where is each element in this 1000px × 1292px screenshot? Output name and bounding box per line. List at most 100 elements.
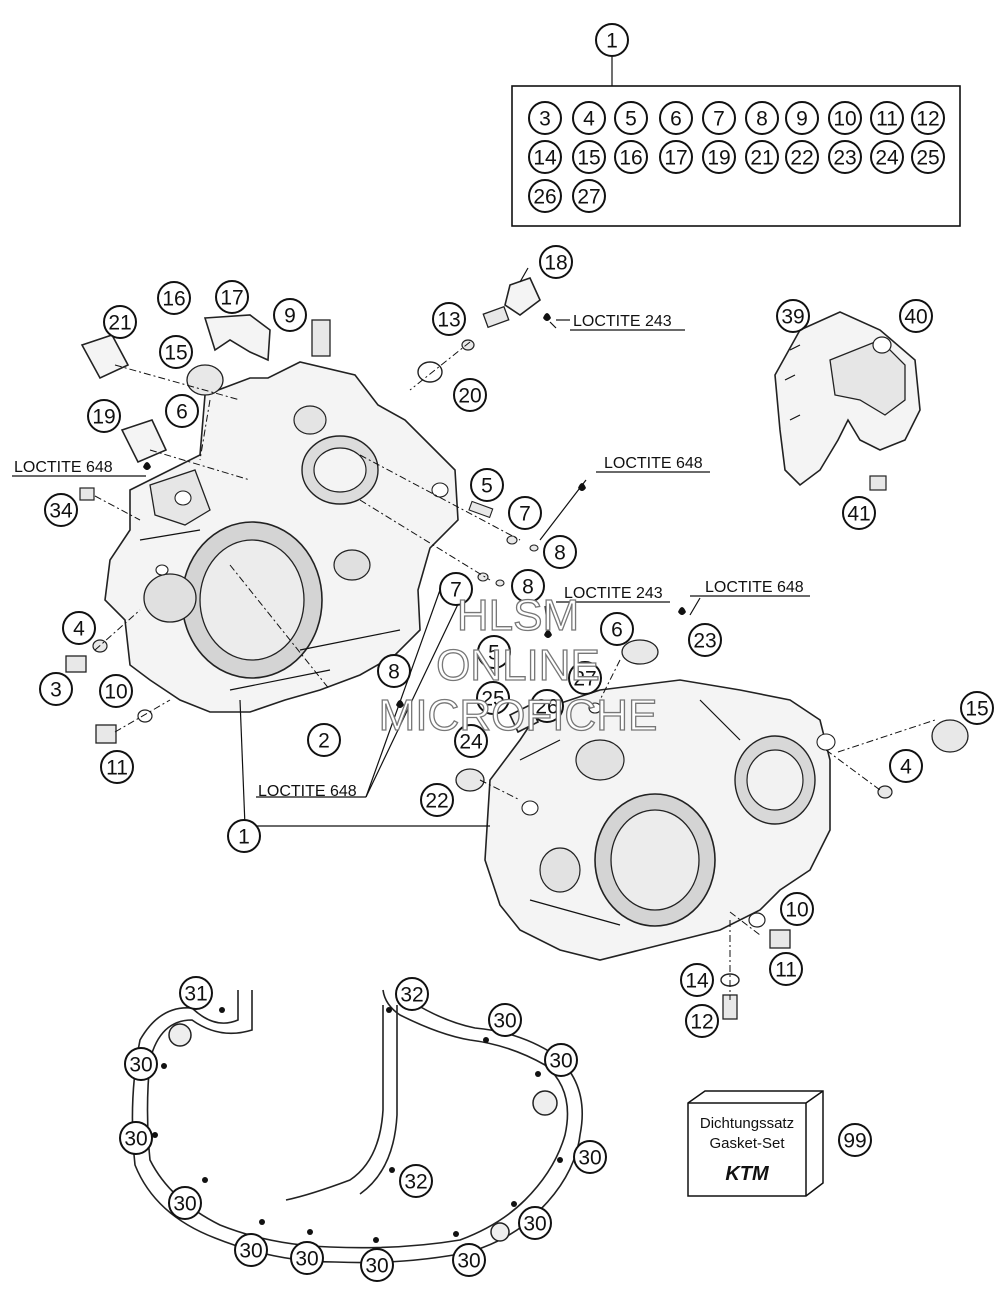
callout-c7a-number: 7 <box>519 503 531 526</box>
kit-item-27: 27 <box>572 179 606 213</box>
callout-c30d-number: 30 <box>124 1128 147 1151</box>
kit-item-6: 6 <box>659 101 693 135</box>
kit-item-19: 19 <box>702 140 736 174</box>
callout-c18-circle <box>539 245 573 279</box>
callout-c40: 40 <box>899 299 933 333</box>
callout-c16: 16 <box>157 281 191 315</box>
kit-item-19-number: 19 <box>707 147 730 170</box>
callout-c5b-circle <box>477 635 511 669</box>
callout-c30i: 30 <box>290 1241 324 1275</box>
right-crankcase-half <box>484 679 836 961</box>
kit-item-16-circle <box>614 140 648 174</box>
callout-c2: 2 <box>307 723 341 757</box>
kit-item-10-circle <box>828 101 862 135</box>
kit-item-7-number: 7 <box>713 108 725 131</box>
kit-item-14-circle <box>528 140 562 174</box>
kit-item-17-number: 17 <box>664 147 687 170</box>
callout-c40-number: 40 <box>904 306 927 329</box>
callout-c22: 22 <box>420 783 454 817</box>
loctite-648-mid-label: LOCTITE 648 <box>705 579 804 596</box>
callout-c20-circle <box>453 378 487 412</box>
kit-item-9-circle <box>785 101 819 135</box>
leader-lines <box>12 267 936 1000</box>
callout-c23: 23 <box>688 623 722 657</box>
kit-item-12-circle <box>911 101 945 135</box>
callout-c10a: 10 <box>99 674 133 708</box>
callout-c22-circle <box>420 783 454 817</box>
kit-item-22-number: 22 <box>790 147 813 170</box>
callout-c3: 3 <box>39 672 73 706</box>
callout-c24-number: 24 <box>459 731 483 754</box>
callout-c9-number: 9 <box>284 305 296 328</box>
callout-c5a-circle <box>470 468 504 502</box>
callout-c30g-circle <box>518 1206 552 1240</box>
callout-c32b-circle <box>399 1164 433 1198</box>
kit-item-16: 16 <box>614 140 648 174</box>
callout-c30k-circle <box>452 1243 486 1277</box>
callout-c17: 17 <box>215 280 249 314</box>
loctite-labels: LOCTITE 243 LOCTITE 648 LOCTITE 648 LOCT… <box>14 313 804 800</box>
callout-c8b-number: 8 <box>522 576 534 599</box>
callout-c15a-circle <box>159 335 193 369</box>
callout-c30i-circle <box>290 1241 324 1275</box>
callout-c30a-circle <box>488 1003 522 1037</box>
callout-c30e-circle <box>573 1140 607 1174</box>
watermark-line2: ONLINE <box>436 641 600 690</box>
kit-item-15-number: 15 <box>577 147 600 170</box>
ktm-logo: KTM <box>725 1163 770 1185</box>
callout-c7b: 7 <box>439 572 473 606</box>
kit-item-8-number: 8 <box>756 108 768 131</box>
callout-c30k-number: 30 <box>457 1250 480 1273</box>
callout-c19-circle <box>87 399 121 433</box>
callout-c30c-number: 30 <box>129 1054 152 1077</box>
callout-c5a: 5 <box>470 468 504 502</box>
kit-item-16-number: 16 <box>619 147 642 170</box>
callout-c19-number: 19 <box>92 406 115 429</box>
callout-c30h-number: 30 <box>239 1240 262 1263</box>
callout-c32a: 32 <box>395 977 429 1011</box>
callout-c31-number: 31 <box>184 983 207 1006</box>
callout-c30e-number: 30 <box>578 1147 601 1170</box>
callout-c32a-circle <box>395 977 429 1011</box>
kit-item-24: 24 <box>870 140 904 174</box>
kit-item-12: 12 <box>911 101 945 135</box>
kit-item-25: 25 <box>911 140 945 174</box>
callout-c39: 39 <box>776 299 810 333</box>
callout-c30c: 30 <box>124 1047 158 1081</box>
callout-c30g-number: 30 <box>523 1213 546 1236</box>
kit-item-19-circle <box>702 140 736 174</box>
kit-item-27-number: 27 <box>577 186 600 209</box>
callout-c9-circle <box>273 298 307 332</box>
kit-item-7-circle <box>702 101 736 135</box>
callout-c34: 34 <box>44 493 78 527</box>
kit-item-25-number: 25 <box>916 147 939 170</box>
kit-item-11: 11 <box>870 101 904 135</box>
callout-c6b-circle <box>600 612 634 646</box>
kit-item-4-number: 4 <box>583 108 595 131</box>
callout-c21-number: 21 <box>108 312 131 335</box>
callout-c24: 24 <box>454 724 488 758</box>
callout-c7b-number: 7 <box>450 579 462 602</box>
kit-item-21-circle <box>745 140 779 174</box>
callout-c27-number: 27 <box>573 668 596 691</box>
callout-c10b-number: 10 <box>785 899 808 922</box>
callout-c41: 41 <box>842 496 876 530</box>
kit-ref-number: 1 <box>606 30 618 53</box>
callout-c4a-number: 4 <box>73 618 85 641</box>
callout-c5b-number: 5 <box>488 642 500 665</box>
kit-item-14: 14 <box>528 140 562 174</box>
callout-c20-number: 20 <box>458 385 481 408</box>
callout-c11a: 11 <box>100 750 134 784</box>
kit-item-25-circle <box>911 140 945 174</box>
callout-c39-number: 39 <box>781 306 804 329</box>
callout-c2-circle <box>307 723 341 757</box>
callout-c10a-number: 10 <box>104 681 127 704</box>
callout-c4b: 4 <box>889 749 923 783</box>
callout-c12: 12 <box>685 1004 719 1038</box>
callout-c20: 20 <box>453 378 487 412</box>
callout-c2-number: 2 <box>318 730 330 753</box>
watermark: HLSM ONLINE MICROFICHE <box>378 590 658 740</box>
callout-c6a: 6 <box>165 394 199 428</box>
